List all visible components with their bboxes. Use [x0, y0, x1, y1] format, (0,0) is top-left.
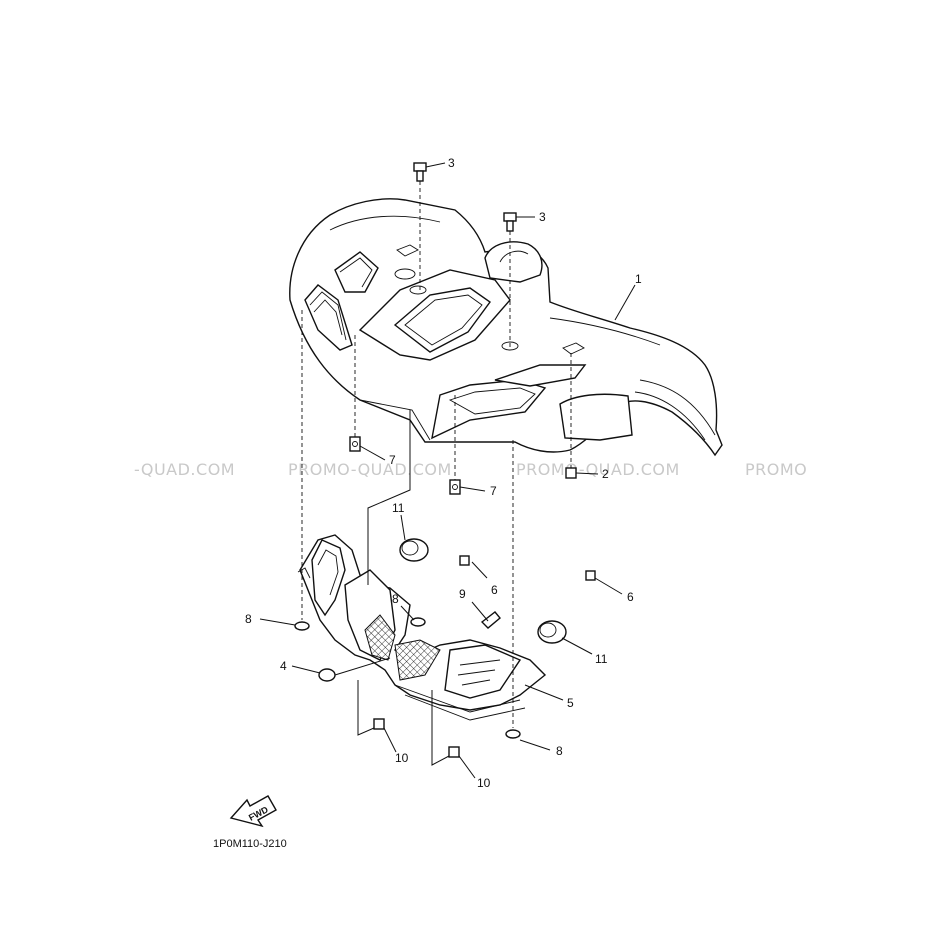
callout-2: 2	[602, 467, 609, 481]
callout-5: 5	[567, 696, 574, 710]
callouts: 3 3 1 2 7 7 11 6 6 9 8 8 11 4 5 8 10 10	[245, 156, 642, 790]
washer-8-lower	[505, 729, 521, 739]
screw-6-left	[459, 555, 470, 566]
callout-3-right: 3	[539, 210, 546, 224]
grommet-11-left	[399, 538, 429, 562]
clip-7-left	[349, 436, 361, 452]
callout-11-left: 11	[392, 501, 405, 515]
nut-2	[565, 467, 577, 479]
callout-11-right: 11	[595, 652, 608, 666]
callout-8-left: 8	[245, 612, 252, 626]
callout-3-left: 3	[448, 156, 455, 170]
cap-4	[318, 668, 336, 682]
callout-7-right: 7	[490, 484, 497, 498]
watermark-text-3: PROMO-QUAD.COM	[516, 460, 680, 479]
washer-8-upper	[410, 617, 426, 627]
front-guard	[297, 534, 547, 721]
front-fender	[289, 198, 723, 457]
callout-9: 9	[459, 587, 466, 601]
callout-7-left: 7	[389, 453, 396, 467]
watermark-text-4: PROMO	[745, 460, 807, 479]
callout-8-lower: 8	[556, 744, 563, 758]
callout-10-right: 10	[477, 776, 491, 790]
callout-6-left: 6	[491, 583, 498, 597]
grommet-11-right	[537, 620, 567, 644]
leader-lines	[259, 162, 636, 779]
fender-skirt	[559, 393, 633, 441]
rivet-9	[480, 611, 501, 629]
bolt-10-left	[373, 718, 385, 730]
bolt-3-left	[413, 162, 427, 182]
callout-6-right: 6	[627, 590, 634, 604]
watermark: -QUAD.COM PROMO-QUAD.COM PROMO-QUAD.COM …	[134, 460, 807, 479]
callout-10-left: 10	[395, 751, 409, 765]
callout-8-upper: 8	[392, 592, 399, 606]
diagram-code: 1P0M110-J210	[213, 838, 287, 850]
callout-1: 1	[635, 272, 642, 286]
fwd-arrow-icon: FWD	[229, 795, 277, 828]
watermark-text-1: -QUAD.COM	[134, 460, 235, 479]
bolt-10-right	[448, 746, 460, 758]
bolt-3-right	[503, 212, 517, 232]
callout-4: 4	[280, 659, 287, 673]
clip-7-right	[449, 479, 461, 495]
screw-6-right	[585, 570, 596, 581]
front-fender-body	[289, 198, 723, 457]
washer-8-left	[294, 621, 310, 631]
assembly-lines	[301, 181, 572, 766]
watermark-text-2: PROMO-QUAD.COM	[288, 460, 452, 479]
